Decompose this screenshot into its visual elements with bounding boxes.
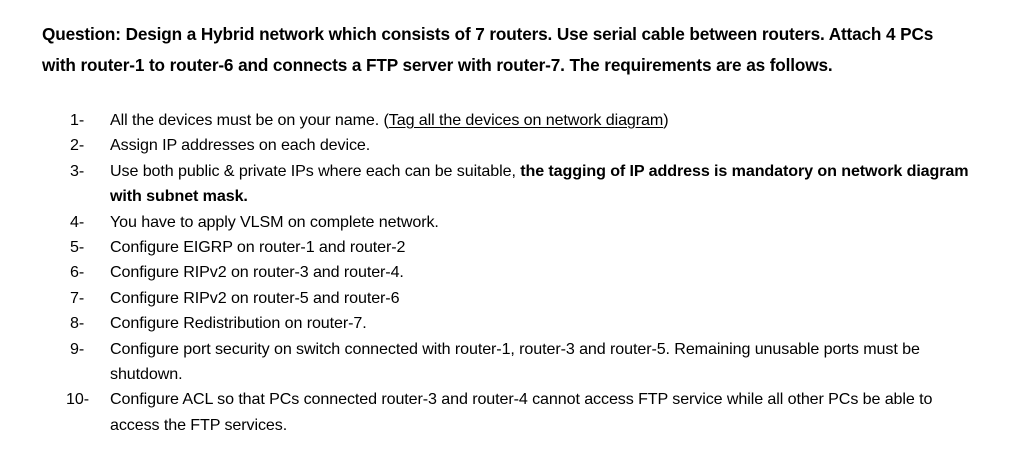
list-item-text-plain: Configure ACL so that PCs connected rout… xyxy=(110,390,933,434)
list-item-text: Assign IP addresses on each device. xyxy=(110,133,975,158)
list-item: 9- Configure port security on switch con… xyxy=(0,337,1029,388)
list-item-text: Configure ACL so that PCs connected rout… xyxy=(110,387,975,438)
list-item-text-plain: Configure RIPv2 on router-3 and router-4… xyxy=(110,263,404,282)
list-item: 10- Configure ACL so that PCs connected … xyxy=(0,387,1029,438)
list-item-marker: 8- xyxy=(70,314,85,333)
list-item-text-plain: Configure EIGRP on router-1 and router-2 xyxy=(110,238,406,257)
list-item-marker: 2- xyxy=(70,136,85,155)
list-item-text-plain: Configure Redistribution on router-7. xyxy=(110,314,367,333)
list-item-text-underlined: Tag all the devices on network diagram xyxy=(388,111,664,129)
list-item-marker: 10- xyxy=(66,390,89,409)
list-item-text: You have to apply VLSM on complete netwo… xyxy=(110,210,975,235)
list-item-text-plain: Use both public & private IPs where each… xyxy=(110,161,521,180)
list-item: 3- Use both public & private IPs where e… xyxy=(0,159,1029,210)
list-item-text-plain: All the devices must be on your name. ( xyxy=(110,111,389,129)
list-item-text-plain: Assign IP addresses on each device. xyxy=(110,136,371,155)
list-item-marker: 9- xyxy=(70,339,85,358)
list-item-text-plain: You have to apply VLSM on complete netwo… xyxy=(110,212,439,231)
list-item-text-bold: the tagging of IP address is mandatory o… xyxy=(110,161,969,206)
list-item-text: Configure port security on switch connec… xyxy=(110,337,975,388)
list-item-text: Configure RIPv2 on router-5 and router-6 xyxy=(110,286,975,311)
list-item-text: Use both public & private IPs where each… xyxy=(110,159,975,210)
list-item: 5- Configure EIGRP on router-1 and route… xyxy=(0,235,1029,260)
list-item-marker: 6- xyxy=(70,263,85,282)
list-item: 6- Configure RIPv2 on router-3 and route… xyxy=(0,260,1029,285)
list-item: 2- Assign IP addresses on each device. xyxy=(0,133,1029,158)
list-item-text-trailing: ) xyxy=(663,111,669,129)
list-item: 1- All the devices must be on your name.… xyxy=(0,108,1029,133)
list-item-marker: 3- xyxy=(70,161,85,180)
list-item-text: Configure EIGRP on router-1 and router-2 xyxy=(110,235,975,260)
list-item: 4- You have to apply VLSM on complete ne… xyxy=(0,210,1029,235)
list-item-marker: 4- xyxy=(70,212,85,231)
list-item-marker: 7- xyxy=(70,288,85,307)
requirements-list: 1- All the devices must be on your name.… xyxy=(0,108,1029,438)
list-item-text: Configure RIPv2 on router-3 and router-4… xyxy=(110,260,975,285)
list-item-text: Configure Redistribution on router-7. xyxy=(110,311,975,336)
list-item: 8- Configure Redistribution on router-7. xyxy=(0,311,1029,336)
list-item-text-plain: Configure RIPv2 on router-5 and router-6 xyxy=(110,288,400,307)
list-item: 7- Configure RIPv2 on router-5 and route… xyxy=(0,286,1029,311)
question-heading: Question: Design a Hybrid network which … xyxy=(42,24,934,76)
list-item-marker: 1- xyxy=(70,111,85,129)
list-item-text-plain: Configure port security on switch connec… xyxy=(110,339,920,384)
list-item-marker: 5- xyxy=(70,238,85,257)
list-item-text: All the devices must be on your name. (T… xyxy=(110,108,975,133)
